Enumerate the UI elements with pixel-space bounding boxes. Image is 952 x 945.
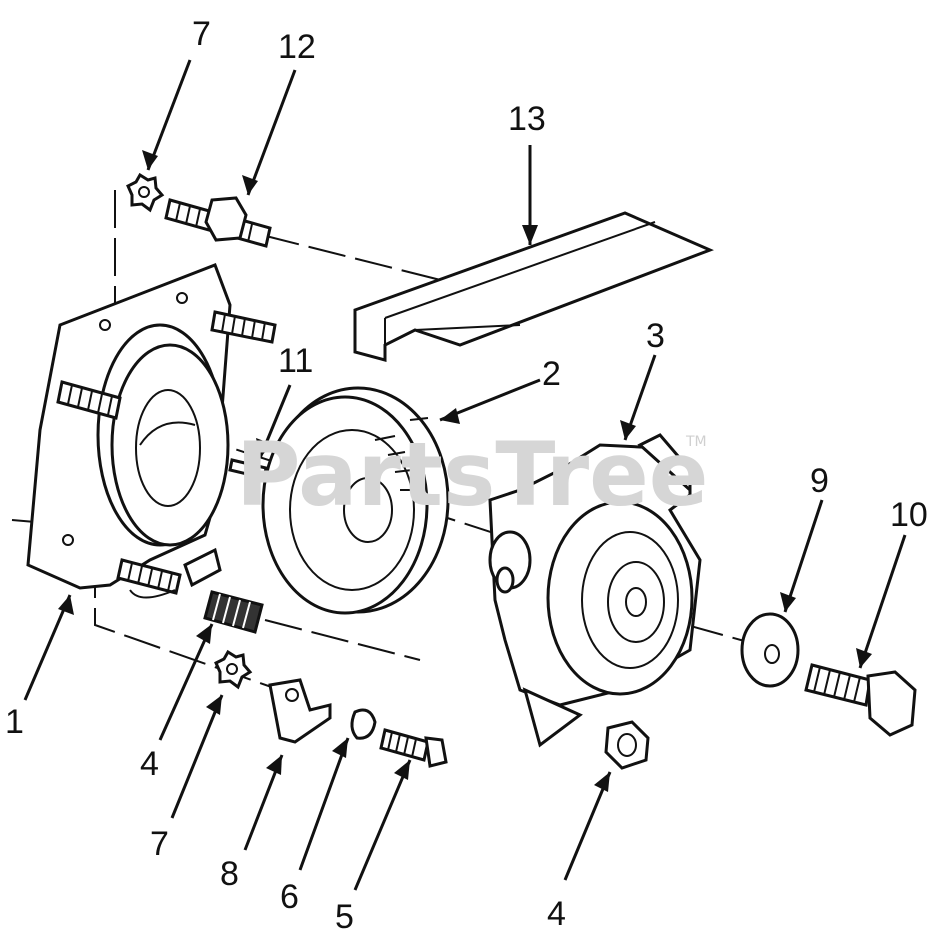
watermark-trademark: TM — [685, 434, 707, 450]
callout-12: 12 — [278, 28, 316, 66]
callout-10: 10 — [890, 496, 928, 534]
part-8-bracket — [268, 678, 332, 744]
callout-5: 5 — [335, 898, 354, 936]
part-6-lock-washer — [350, 708, 377, 740]
part-7-star-washer-top — [126, 172, 165, 213]
callout-1: 1 — [5, 703, 24, 741]
callout-labels: 7 12 13 11 2 3 9 10 1 4 7 8 6 5 4 — [5, 15, 928, 936]
part-5-screw — [379, 728, 448, 768]
part-3-clutch-pulley — [488, 433, 702, 748]
callout-9: 9 — [810, 462, 829, 500]
callout-11: 11 — [278, 342, 313, 380]
part-1-field-plate — [26, 263, 232, 590]
part-7-star-washer-bottom — [214, 649, 253, 690]
callout-4-right: 4 — [547, 895, 566, 933]
callout-4-left: 4 — [140, 745, 159, 783]
part-11-key — [228, 458, 268, 480]
callout-7-bottom: 7 — [150, 825, 169, 863]
callout-8: 8 — [220, 855, 239, 893]
part-13-bracket — [353, 211, 714, 362]
callout-2: 2 — [542, 355, 561, 393]
callout-7-top: 7 — [192, 15, 211, 53]
part-4-hex-nut — [604, 720, 650, 770]
callout-13: 13 — [508, 100, 546, 138]
part-2-armature — [261, 386, 450, 615]
part-9-washer — [740, 612, 800, 688]
callout-6: 6 — [280, 878, 299, 916]
part-10-bolt — [804, 663, 917, 737]
callout-3: 3 — [646, 317, 665, 355]
part-4-spring — [203, 590, 264, 634]
leader-arrowheads — [58, 150, 872, 792]
part-12-stud — [164, 196, 272, 248]
watermark: PartsTree — [236, 423, 708, 526]
plate-studs — [56, 310, 277, 599]
